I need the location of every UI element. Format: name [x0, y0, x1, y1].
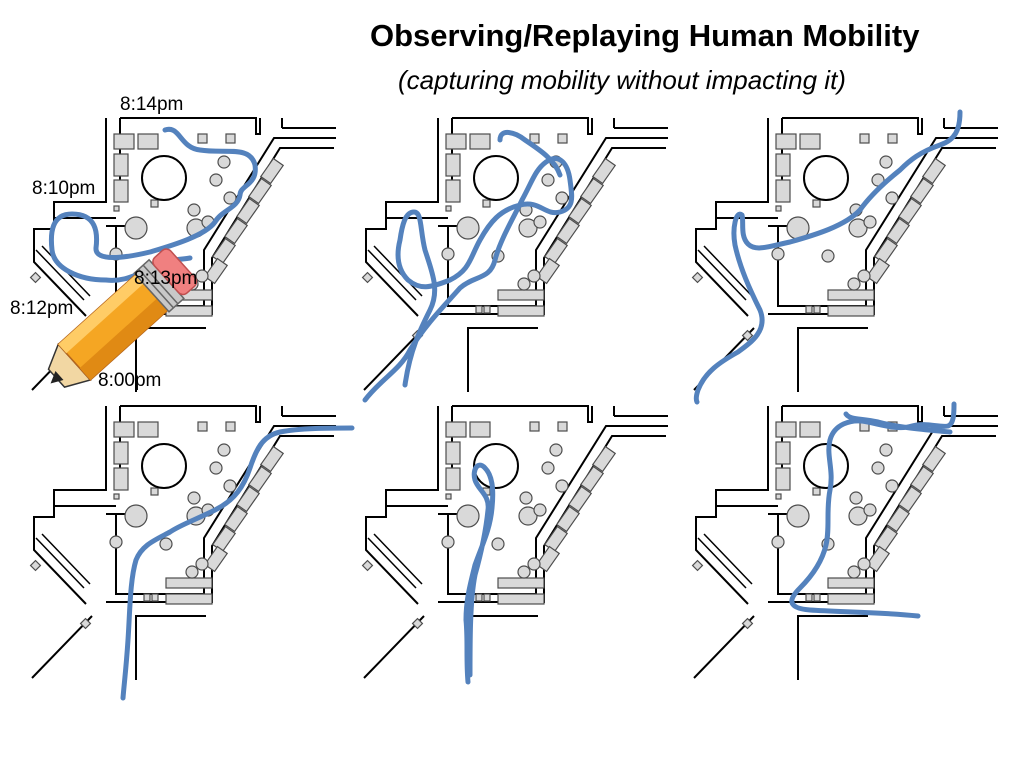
floorplan-5 [361, 405, 669, 681]
floorplan-4 [29, 405, 337, 681]
mobility-trace-3 [693, 109, 963, 405]
time-label-812: 8:12pm [10, 298, 74, 319]
page-title: Observing/Replaying Human Mobility [370, 18, 920, 53]
pencil-icon [47, 248, 198, 388]
mobility-trace-4 [120, 425, 355, 701]
mobility-trace-5 [463, 462, 496, 685]
time-label-814: 8:14pm [120, 94, 184, 115]
floorplan-6 [691, 405, 999, 681]
page-subtitle: (capturing mobility without impacting it… [398, 65, 846, 95]
time-label-810: 8:10pm [32, 178, 96, 199]
time-label-800: 8:00pm [98, 370, 162, 391]
mobility-trace-2 [362, 130, 575, 403]
mobility-trace-6 [789, 401, 957, 619]
time-label-813: 8:13pm [134, 268, 198, 289]
